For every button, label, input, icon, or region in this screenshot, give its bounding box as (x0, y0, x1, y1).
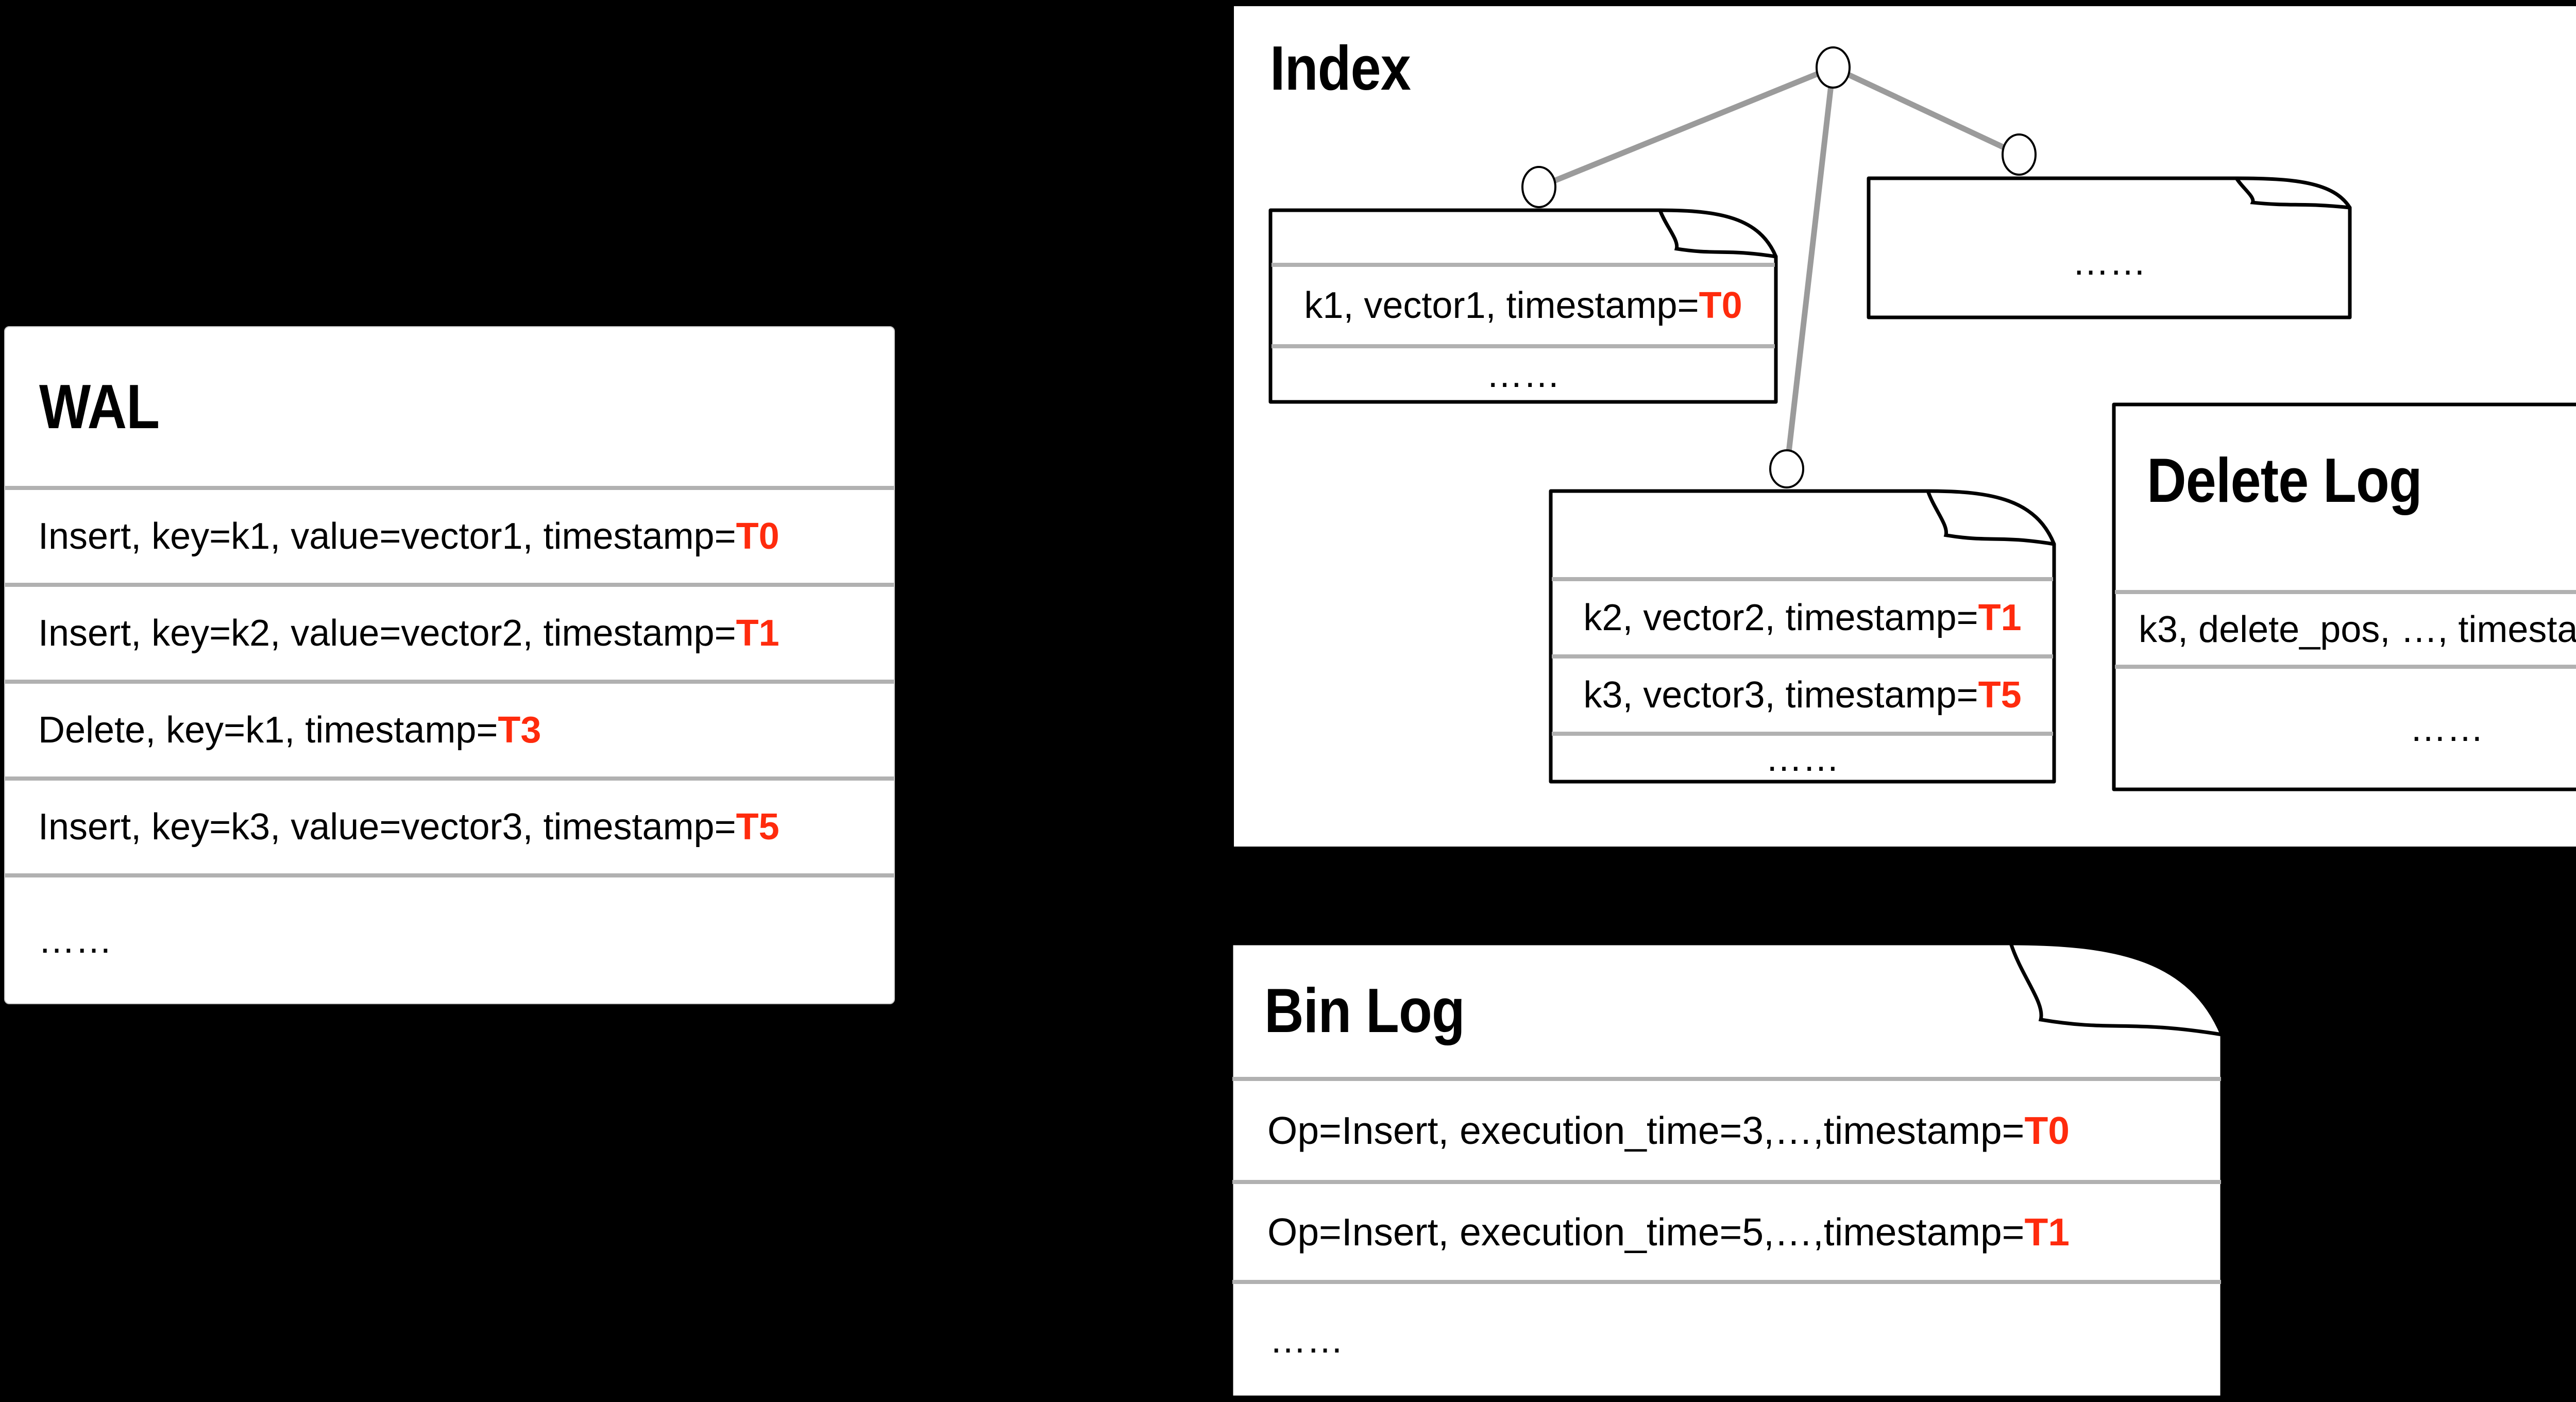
doc-shape (1867, 176, 2352, 319)
segment-row-text: k3, vector3, timestamp= (1583, 674, 1978, 716)
wal-title-text: WAL (39, 371, 160, 442)
wal-box: WAL Insert, key=k1, value=vector1, times… (4, 326, 895, 1004)
wal-row-insert-k2: Insert, key=k2, value=vector2, timestamp… (5, 583, 894, 680)
segment-row-text: k1, vector1, timestamp= (1304, 285, 1699, 326)
delete-log-row-ellipsis: …… (2115, 665, 2576, 788)
bin-log-row-text: Op=Insert, execution_time=5,…,timestamp= (1267, 1210, 2025, 1254)
segment-row-timestamp: T0 (1699, 285, 1742, 326)
bin-log-row-text: Op=Insert, execution_time=3,…,timestamp= (1267, 1109, 2025, 1152)
tree-node-right (2002, 133, 2037, 176)
delete-log-row-k3: k3, delete_pos, …, timestamp=T3 (2115, 590, 2576, 665)
bin-log-row-timestamp: T1 (2024, 1210, 2070, 1254)
delete-log-doc: Delete Log k3, delete_pos, …, timestamp=… (2111, 402, 2576, 792)
segment-row-k1: k1, vector1, timestamp=T0 (1272, 263, 1775, 344)
doc-shape (1549, 489, 2056, 784)
segment-row-text: …… (1486, 354, 1561, 395)
segment-doc-header (1552, 492, 2053, 577)
doc-shape (1268, 208, 1778, 404)
bin-log-title-text: Bin Log (1264, 975, 1465, 1046)
bin-log-row-1: Op=Insert, execution_time=3,…,timestamp=… (1232, 1077, 2221, 1180)
segment-row-text: k2, vector2, timestamp= (1583, 597, 1978, 638)
wal-row-text: Delete, key=k1, timestamp= (38, 710, 498, 751)
segment-row-k2: k2, vector2, timestamp=T1 (1552, 577, 2053, 654)
bin-log-header: Bin Log (1232, 944, 2221, 1077)
bin-log-row-text: …… (1269, 1320, 1344, 1361)
wal-row-text: …… (38, 920, 112, 961)
bin-log-doc: Bin Log Op=Insert, execution_time=3,…,ti… (1229, 941, 2225, 1400)
wal-row-insert-k3: Insert, key=k3, value=vector3, timestamp… (5, 776, 894, 873)
wal-row-timestamp: T0 (736, 516, 779, 557)
tree-edge-root-middle (1784, 67, 1836, 470)
index-segment-doc-k1: k1, vector1, timestamp=T0 …… (1268, 208, 1778, 404)
tree-node-root (1816, 46, 1851, 89)
tree-node-middle (1769, 449, 1804, 488)
delete-log-header: Delete Log (2115, 406, 2576, 590)
wal-row-ellipsis: …… (5, 873, 894, 1003)
wal-row-insert-k1: Insert, key=k1, value=vector1, timestamp… (5, 486, 894, 583)
wal-row-text: Insert, key=k3, value=vector3, timestamp… (38, 806, 736, 848)
wal-row-text: Insert, key=k1, value=vector1, timestamp… (38, 516, 736, 557)
segment-row-timestamp: T1 (1978, 597, 2022, 638)
index-segment-doc-other: …… (1866, 176, 2352, 320)
index-panel-title: Index (1270, 32, 1432, 104)
delete-log-row-text: …… (2410, 708, 2484, 749)
wal-row-delete-k1: Delete, key=k1, timestamp=T3 (5, 680, 894, 776)
wal-row-text: Insert, key=k2, value=vector2, timestamp… (38, 613, 736, 654)
wal-row-timestamp: T1 (736, 613, 779, 654)
segment-row-timestamp: T5 (1978, 674, 2022, 716)
segment-row-k3: k3, vector3, timestamp=T5 (1552, 654, 2053, 732)
delete-log-row-text: k3, delete_pos, …, timestamp= (2139, 609, 2576, 650)
wal-title-band: WAL (5, 327, 894, 486)
segment-row-ellipsis: …… (1870, 179, 2349, 316)
doc-shape (2112, 402, 2576, 791)
tree-edge-root-left (1537, 64, 1835, 190)
segment-doc-header (1272, 211, 1775, 263)
tree-edge-root-right (1832, 65, 2021, 157)
bin-log-row-ellipsis: …… (1232, 1280, 2221, 1396)
index-title-text: Index (1270, 33, 1411, 103)
wal-row-timestamp: T3 (498, 710, 541, 751)
bin-log-row-2: Op=Insert, execution_time=5,…,timestamp=… (1232, 1180, 2221, 1280)
segment-row-text: …… (1765, 737, 1840, 779)
delete-log-title-text: Delete Log (2147, 445, 2422, 515)
segment-row-ellipsis: …… (1552, 732, 2053, 781)
wal-row-timestamp: T5 (736, 806, 779, 848)
segment-row-ellipsis: …… (1272, 344, 1775, 401)
index-segment-doc-k2k3: k2, vector2, timestamp=T1 k3, vector3, t… (1548, 488, 2057, 784)
segment-row-text: …… (2072, 241, 2146, 283)
bin-log-row-timestamp: T0 (2024, 1109, 2070, 1152)
tree-node-left (1521, 166, 1556, 208)
